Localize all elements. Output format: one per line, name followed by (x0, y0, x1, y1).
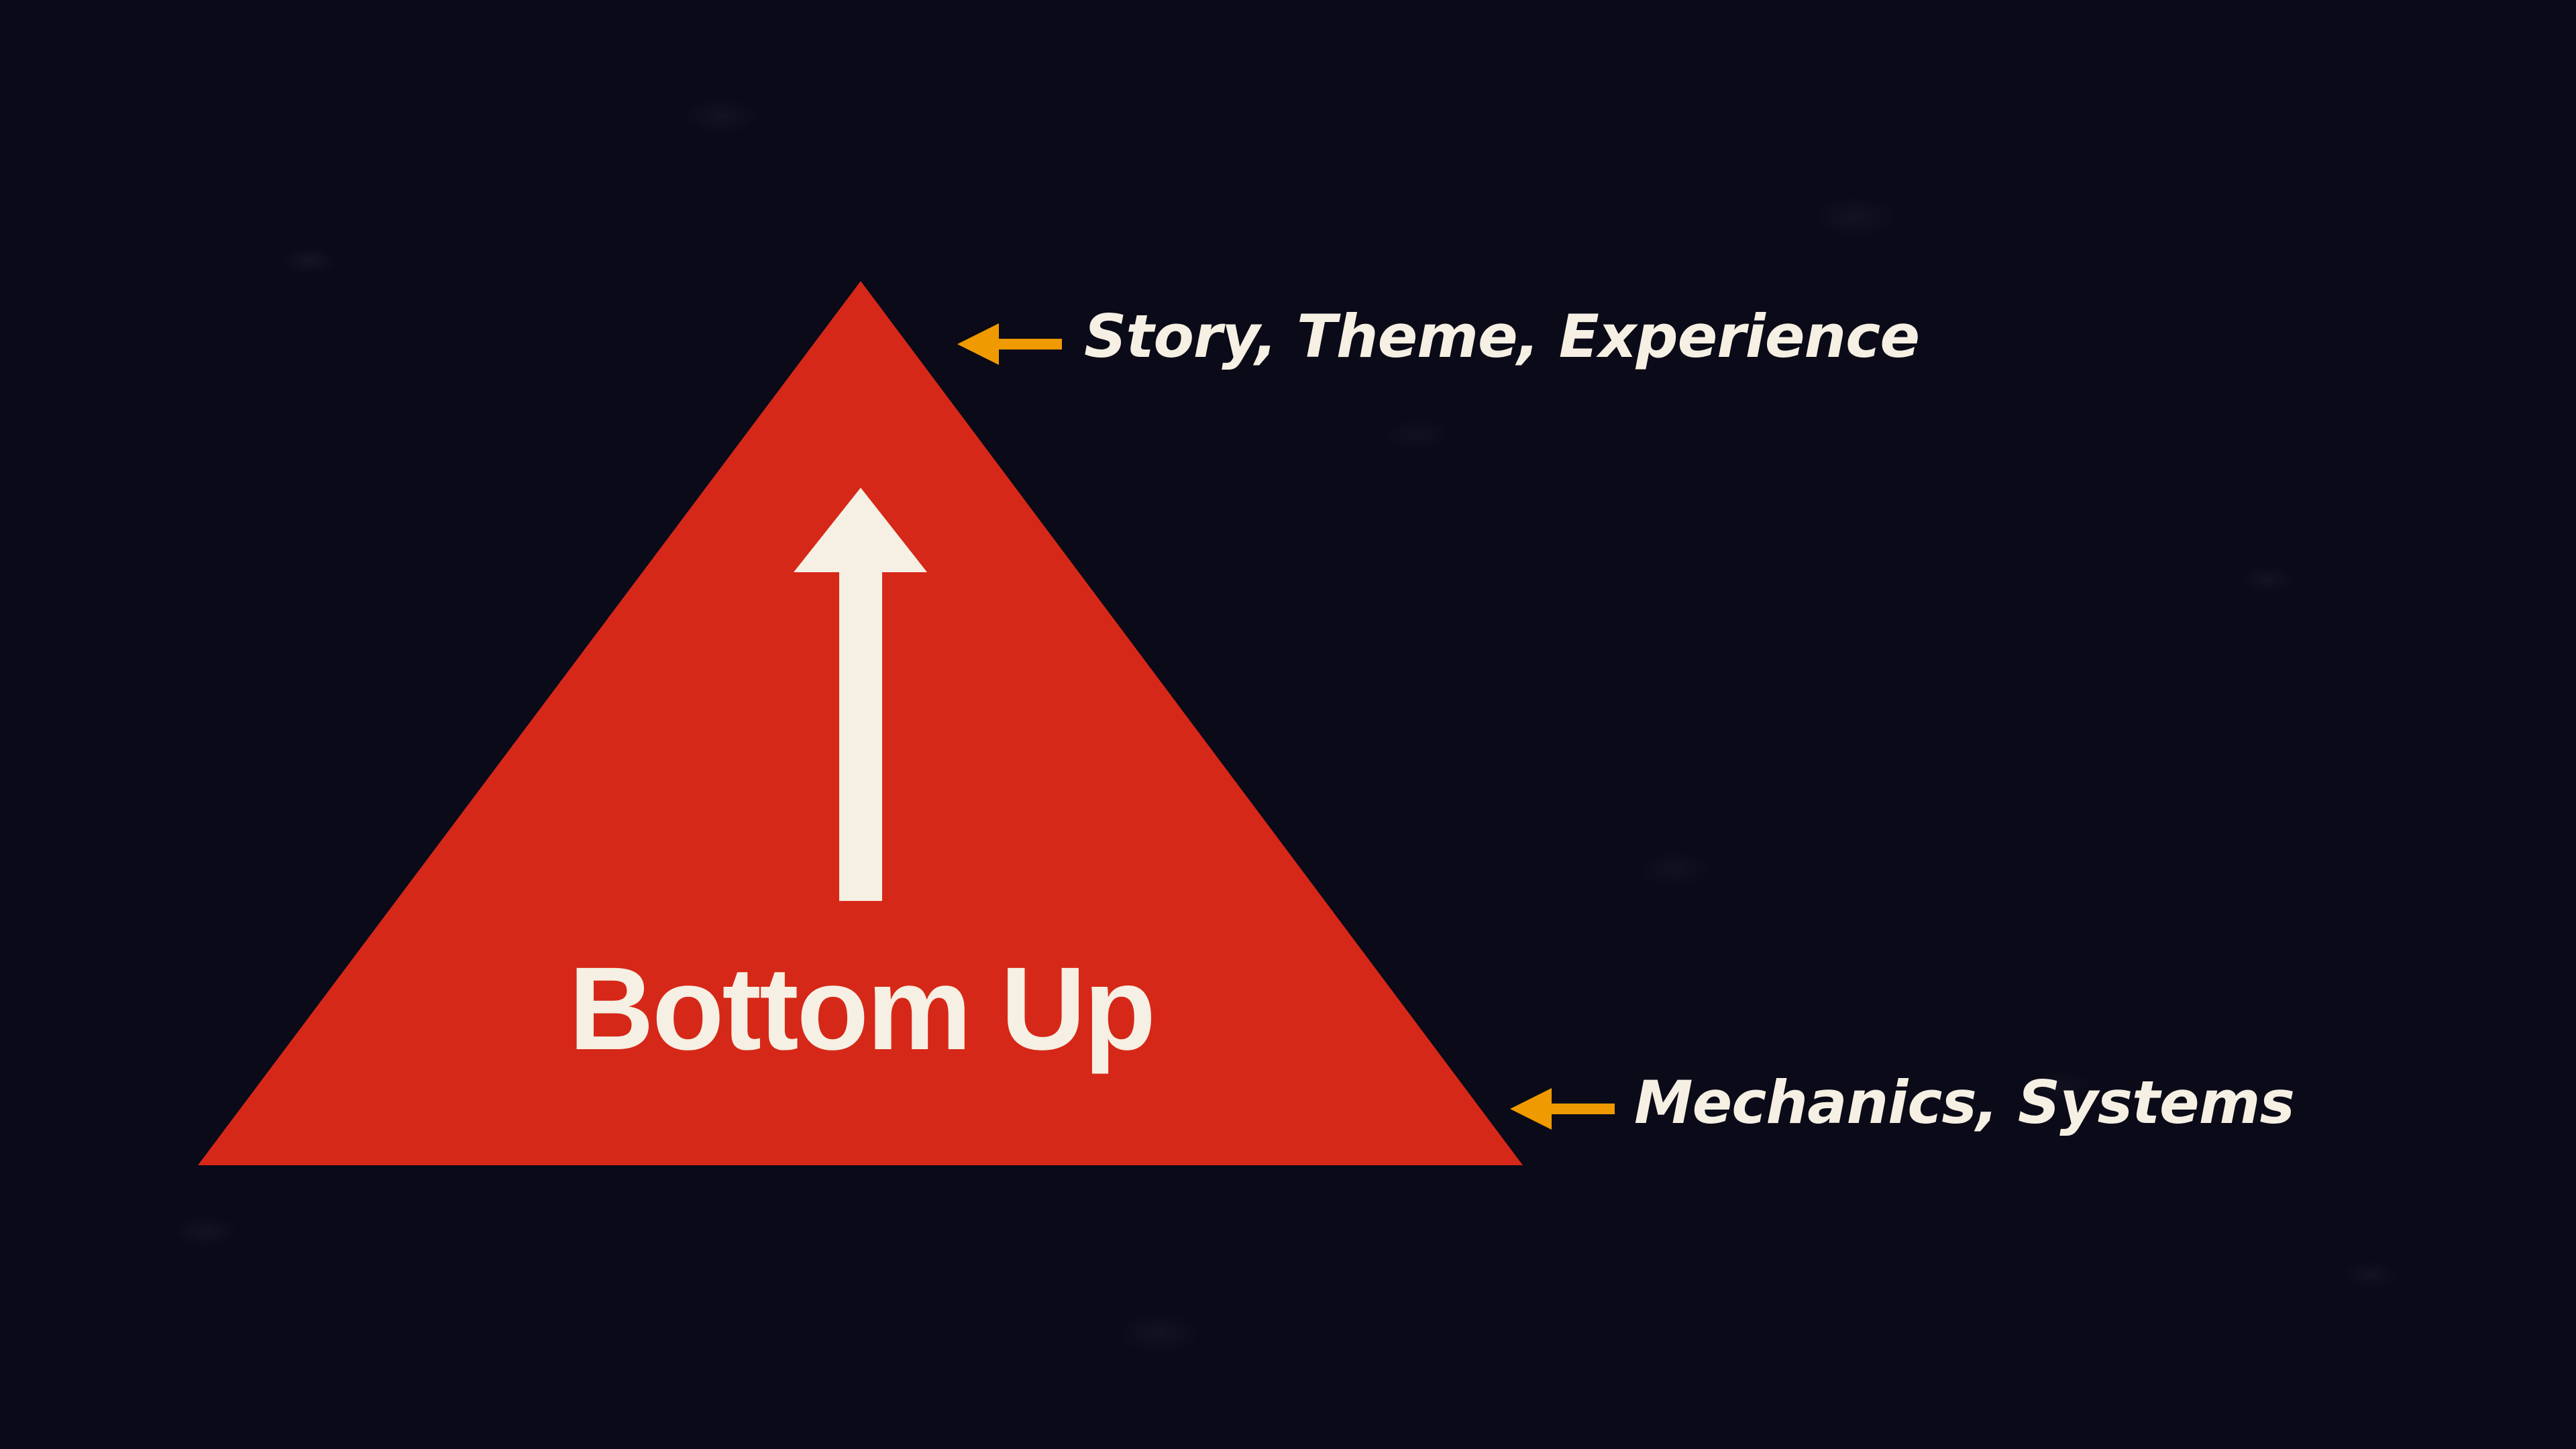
pyramid-title: Bottom Up (568, 943, 1156, 1075)
left-arrow-icon (1510, 1088, 1615, 1130)
left-arrow-icon (957, 323, 1062, 365)
top-label: Story, Theme, Experience (1084, 302, 1920, 371)
bottom-label: Mechanics, Systems (1634, 1068, 2295, 1137)
up-arrow-icon (794, 488, 927, 901)
